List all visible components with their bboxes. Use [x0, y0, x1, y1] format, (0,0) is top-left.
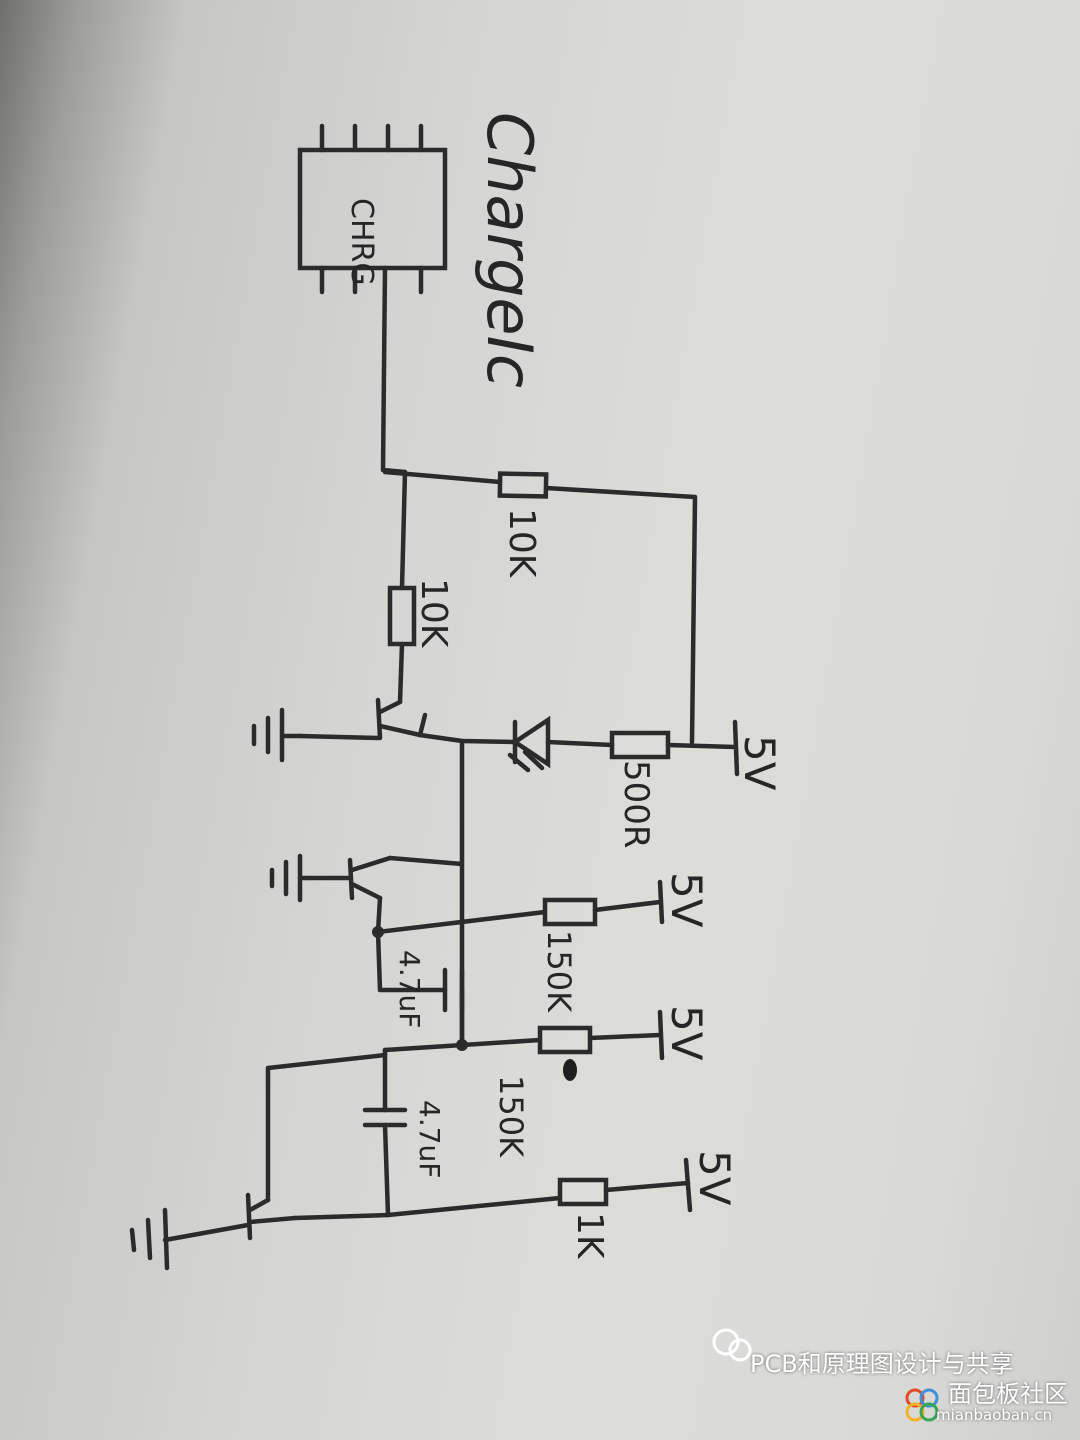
resistor-150k-b-label: 150K — [492, 1075, 530, 1158]
capacitor-a — [442, 967, 465, 1013]
watermark-line2: 面包板社区 — [948, 1380, 1068, 1408]
resistor-150k-b — [537, 1025, 593, 1055]
ink-blot — [563, 1059, 577, 1081]
supply-bar-1k — [683, 1157, 693, 1213]
wechat-logo-icon — [712, 1328, 752, 1362]
chip-title: ChargeIc — [473, 112, 546, 388]
watermark-line1: PCB和原理图设计与共享 — [750, 1350, 1014, 1378]
resistor-1k-label: 1K — [569, 1212, 610, 1260]
transistor-q2 — [297, 855, 465, 935]
watermark: PCB和原理图设计与共享 面包板社区 mianbaoban.cn — [700, 1340, 1070, 1430]
transistor-q3 — [162, 1192, 391, 1243]
resistor-10k-base — [387, 585, 417, 647]
mianbaoban-logo-icon — [905, 1388, 939, 1422]
wire-left-feedback — [265, 1052, 388, 1203]
resistor-10k-top-label: 10K — [501, 508, 542, 579]
supply-150b-label: 5V — [662, 1005, 711, 1061]
resistor-10k-base-label: 10K — [413, 578, 454, 649]
resistor-150k-a-label: 150K — [540, 930, 578, 1013]
chip-pin-label: CHRG — [344, 198, 379, 286]
supply-150a-label: 5V — [662, 872, 711, 928]
resistor-500r-label: 500R — [616, 760, 656, 849]
watermark-line3: mianbaoban.cn — [936, 1406, 1053, 1424]
supply-1k-label: 5V — [690, 1150, 739, 1206]
supply-bar-150a — [657, 879, 665, 925]
ground-q1 — [251, 707, 303, 763]
wire-led-branch — [417, 732, 518, 745]
transistor-q1 — [297, 697, 428, 741]
ground-q2 — [269, 853, 303, 903]
capacitor-a-label: 4.7uF — [393, 950, 426, 1028]
chip-pins — [319, 123, 424, 295]
resistor-150k-a — [542, 897, 598, 927]
ground-q3 — [129, 1207, 170, 1271]
supply-bar-150b — [657, 1009, 665, 1061]
capacitor-b-label: 4.7uF — [413, 1100, 446, 1178]
resistor-1k — [557, 1177, 609, 1207]
supply-bar-led — [732, 719, 740, 777]
resistor-500r — [609, 730, 671, 760]
wire-chrg — [380, 265, 408, 475]
led-diode — [507, 715, 551, 773]
resistor-10k-top — [497, 471, 549, 499]
supply-led-label: 5V — [735, 735, 784, 791]
wire-top-pullup — [382, 469, 503, 485]
charge-ic-chip — [297, 147, 448, 271]
